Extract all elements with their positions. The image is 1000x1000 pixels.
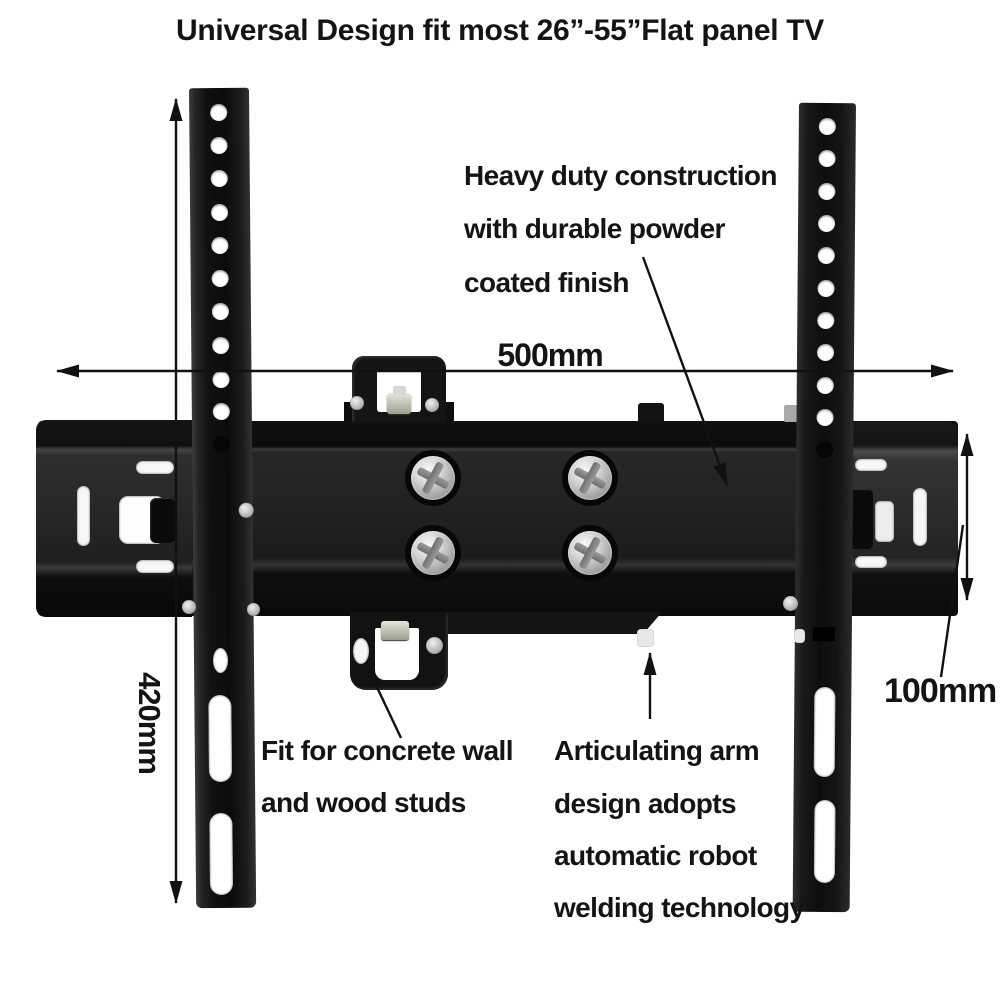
rail-long-slot bbox=[209, 812, 234, 896]
rail-long-slot bbox=[813, 799, 836, 884]
left-plate-top-slot bbox=[136, 461, 174, 474]
rail-hole bbox=[816, 408, 834, 427]
left-plate-bottom-slot bbox=[136, 560, 174, 573]
bottom-bracket-oval-hole bbox=[353, 638, 369, 664]
mount-screw-2 bbox=[568, 456, 612, 500]
tv-rail-right bbox=[792, 102, 856, 913]
arm-hinge-top bbox=[638, 403, 664, 422]
rail-hole bbox=[818, 117, 836, 136]
top-bracket-screw-right bbox=[425, 398, 439, 412]
top-bolt-thread bbox=[393, 386, 406, 395]
rail-hole bbox=[816, 343, 835, 362]
callout-heavy-duty-line1: Heavy duty construction bbox=[464, 160, 778, 191]
rail-hole bbox=[212, 402, 230, 421]
rail-hole bbox=[211, 302, 230, 321]
rail-hole bbox=[212, 336, 230, 355]
rail-hole bbox=[212, 370, 230, 389]
right-plate-top-slot bbox=[855, 459, 887, 471]
left-plate-vertical-slot bbox=[77, 486, 90, 546]
rail-hole bbox=[211, 269, 229, 288]
arm-hinge-pin bbox=[637, 629, 654, 647]
mount-screw-4 bbox=[568, 531, 612, 575]
junction-screw bbox=[182, 600, 196, 614]
rail-hole bbox=[818, 149, 836, 168]
rail-hole bbox=[817, 214, 836, 233]
dimension-label-width: 500mm bbox=[497, 337, 603, 373]
top-hex-bolt bbox=[387, 393, 411, 414]
right-plate-vertical-slot bbox=[913, 488, 927, 546]
rail-hole bbox=[211, 236, 229, 255]
rail-oval-hole bbox=[212, 647, 229, 674]
junction-pin bbox=[794, 629, 805, 643]
mount-screw-1 bbox=[411, 456, 455, 500]
junction-screw bbox=[783, 596, 798, 611]
rail-long-slot bbox=[208, 694, 233, 783]
rail-hole bbox=[816, 376, 834, 395]
callout-articulating-line2: design adopts bbox=[554, 788, 737, 819]
callout-articulating-line4: welding technology bbox=[554, 892, 805, 923]
rail-hole bbox=[816, 440, 834, 459]
dimension-label-height: 420mm bbox=[132, 672, 167, 774]
rail-hole bbox=[818, 182, 836, 201]
callout-articulating-line1: Articulating arm bbox=[554, 735, 760, 766]
rail-hole bbox=[817, 279, 835, 298]
rail-hole bbox=[213, 435, 231, 454]
rail-long-slot bbox=[813, 686, 836, 778]
dimension-label-depth: 100mm bbox=[884, 672, 997, 710]
callout-heavy-duty-line2: with durable powder bbox=[464, 213, 725, 244]
left-tilt-knob bbox=[150, 498, 175, 543]
rail-notch bbox=[812, 626, 835, 642]
callout-articulating-line3: automatic robot bbox=[554, 840, 757, 871]
tv-rail-left bbox=[189, 87, 257, 909]
rail-hole bbox=[210, 169, 228, 188]
bottom-hex-bolt bbox=[381, 621, 409, 640]
rail-hole bbox=[211, 203, 229, 222]
callout-wall-fit-line1: Fit for concrete wall bbox=[261, 735, 514, 766]
bottom-bracket-screw bbox=[426, 637, 443, 654]
right-plate-bottom-slot bbox=[855, 556, 887, 568]
rail-hole bbox=[210, 103, 228, 122]
rail-fix-screw bbox=[238, 502, 254, 518]
right-plate-keyhole bbox=[875, 501, 894, 542]
junction-screw bbox=[247, 603, 260, 616]
callout-wall-fit-line2: and wood studs bbox=[261, 787, 466, 818]
mount-screw-3 bbox=[411, 531, 455, 575]
callout-heavy-duty-line3: coated finish bbox=[464, 267, 629, 298]
rail-hole bbox=[817, 246, 835, 265]
rail-hole bbox=[817, 311, 835, 330]
top-bracket-screw-left bbox=[350, 396, 364, 410]
page-title: Universal Design fit most 26”-55”Flat pa… bbox=[175, 14, 825, 47]
rail-hole bbox=[210, 136, 228, 155]
